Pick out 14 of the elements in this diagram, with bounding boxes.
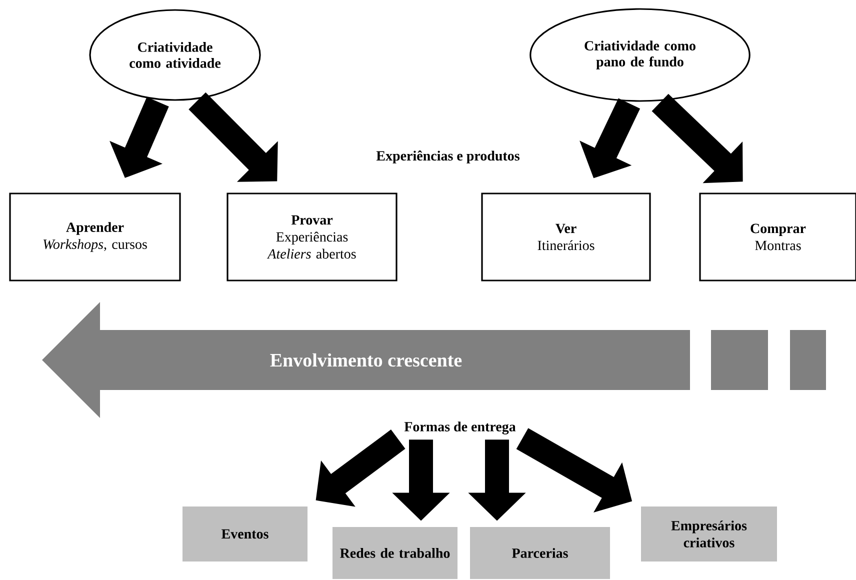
text-box: Provar Experiências Ateliers abertos [226, 192, 398, 282]
text-box: Ver Itinerários [481, 192, 651, 282]
heading-text: Formas de entrega [404, 422, 516, 434]
delivery-box: Redes de trabalho [332, 527, 458, 579]
ellipse-node: Criatividade como atividade [89, 9, 261, 101]
block-arrow [188, 92, 278, 182]
text-box: Comprar Montras [699, 192, 856, 282]
delivery-box: Parcerias [470, 527, 610, 579]
arrow-band: Envolvimento crescente [42, 302, 690, 418]
delivery-box: Empresários criativos [641, 506, 777, 562]
delivery-box: Eventos [182, 506, 308, 562]
text-box: Aprender Workshops, cursos [9, 192, 181, 282]
section-label: Experiências e produtos [376, 150, 520, 164]
ellipse-node: Criatividade como pano de fundo [530, 8, 750, 102]
